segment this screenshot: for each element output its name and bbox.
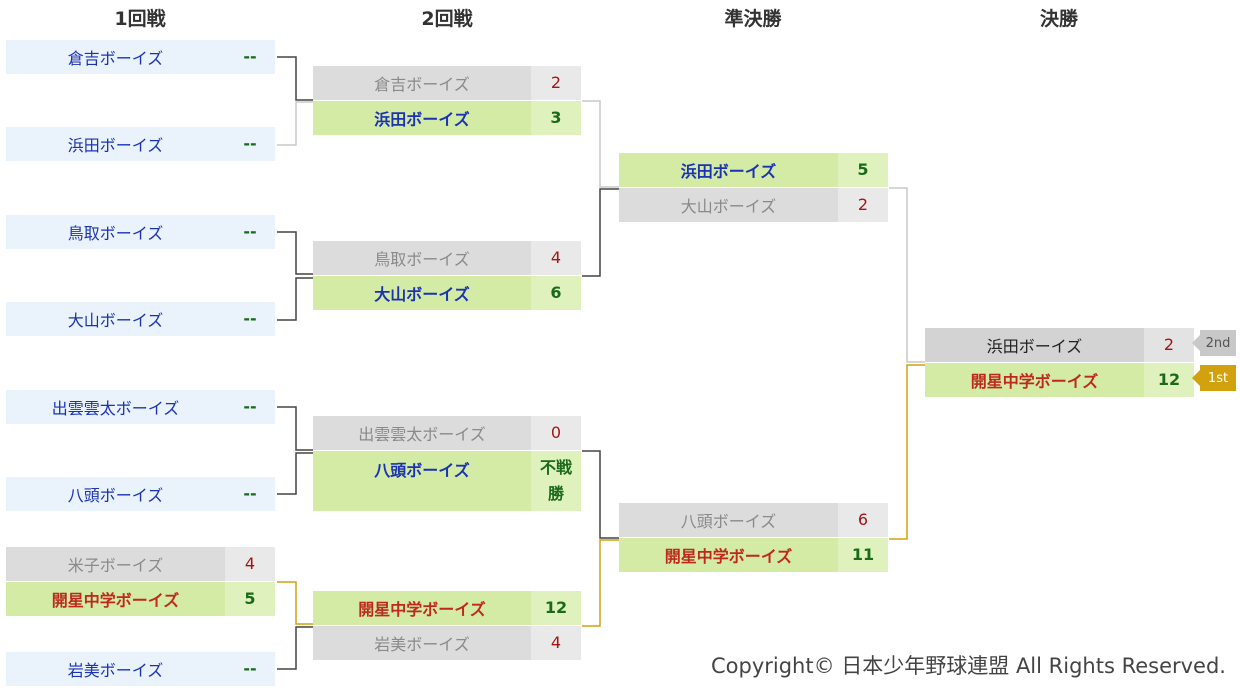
round-header-final: 決勝 <box>1039 8 1078 30</box>
r1-team-8[interactable]: 開星中学ボーイズ 5 <box>6 582 275 616</box>
team-name: 浜田ボーイズ <box>313 101 531 135</box>
team-score: 5 <box>225 582 275 616</box>
r2-team-5[interactable]: 出雲雲太ボーイズ 0 <box>313 416 581 450</box>
team-score: -- <box>225 40 275 74</box>
team-score: -- <box>225 215 275 249</box>
team-score: 2 <box>1144 328 1194 362</box>
team-score-walkover: 不戦 勝 <box>531 451 581 511</box>
team-score: 4 <box>225 547 275 581</box>
team-name: 大山ボーイズ <box>313 276 531 310</box>
r2-team-2[interactable]: 浜田ボーイズ 3 <box>313 101 581 135</box>
team-score: 4 <box>531 241 581 275</box>
team-name: 倉吉ボーイズ <box>313 66 531 100</box>
team-name: 開星中学ボーイズ <box>619 538 838 572</box>
rank-badge-1st: 1st <box>1192 365 1236 391</box>
r1-team-9[interactable]: 岩美ボーイズ -- <box>6 652 275 686</box>
final-team-1[interactable]: 浜田ボーイズ 2 <box>925 328 1194 362</box>
rank-badge-2nd: 2nd <box>1192 330 1236 356</box>
r1-team-4[interactable]: 大山ボーイズ -- <box>6 302 275 336</box>
team-name: 八頭ボーイズ <box>313 451 531 511</box>
team-name: 大山ボーイズ <box>619 188 838 222</box>
team-name: 倉吉ボーイズ <box>6 40 225 74</box>
team-score: 12 <box>531 591 581 625</box>
team-score: 2 <box>838 188 888 222</box>
team-score: -- <box>225 390 275 424</box>
team-name: 浜田ボーイズ <box>619 153 838 187</box>
r2-team-1[interactable]: 倉吉ボーイズ 2 <box>313 66 581 100</box>
team-score: 4 <box>531 626 581 660</box>
team-name: 岩美ボーイズ <box>6 652 225 686</box>
team-name: 浜田ボーイズ <box>6 127 225 161</box>
team-score: 11 <box>838 538 888 572</box>
r2-team-7[interactable]: 開星中学ボーイズ 12 <box>313 591 581 625</box>
round-header-2: 2回戦 <box>421 8 473 30</box>
r2-team-6[interactable]: 八頭ボーイズ 不戦 勝 <box>313 451 581 511</box>
team-score: 3 <box>531 101 581 135</box>
team-name: 開星中学ボーイズ <box>925 363 1144 397</box>
r1-team-1[interactable]: 倉吉ボーイズ -- <box>6 40 275 74</box>
r1-team-3[interactable]: 鳥取ボーイズ -- <box>6 215 275 249</box>
semi-team-2[interactable]: 大山ボーイズ 2 <box>619 188 888 222</box>
semi-team-4[interactable]: 開星中学ボーイズ 11 <box>619 538 888 572</box>
team-name: 開星中学ボーイズ <box>6 582 225 616</box>
copyright-text: Copyright© 日本少年野球連盟 All Rights Reserved. <box>710 654 1226 678</box>
team-name: 岩美ボーイズ <box>313 626 531 660</box>
team-score: -- <box>225 127 275 161</box>
team-score: 5 <box>838 153 888 187</box>
r1-team-6[interactable]: 八頭ボーイズ -- <box>6 477 275 511</box>
team-name: 鳥取ボーイズ <box>6 215 225 249</box>
team-score: -- <box>225 302 275 336</box>
r1-team-7[interactable]: 米子ボーイズ 4 <box>6 547 275 581</box>
r1-team-2[interactable]: 浜田ボーイズ -- <box>6 127 275 161</box>
team-name: 米子ボーイズ <box>6 547 225 581</box>
team-name: 出雲雲太ボーイズ <box>6 390 225 424</box>
team-name: 八頭ボーイズ <box>6 477 225 511</box>
team-name: 出雲雲太ボーイズ <box>313 416 531 450</box>
team-score: 6 <box>838 503 888 537</box>
semi-team-3[interactable]: 八頭ボーイズ 6 <box>619 503 888 537</box>
team-score: 2 <box>531 66 581 100</box>
semi-team-1[interactable]: 浜田ボーイズ 5 <box>619 153 888 187</box>
r2-team-8[interactable]: 岩美ボーイズ 4 <box>313 626 581 660</box>
round-header-semis: 準決勝 <box>724 8 782 30</box>
team-name: 浜田ボーイズ <box>925 328 1144 362</box>
team-name: 八頭ボーイズ <box>619 503 838 537</box>
team-score: 6 <box>531 276 581 310</box>
team-score: 12 <box>1144 363 1194 397</box>
team-name: 大山ボーイズ <box>6 302 225 336</box>
r2-team-3[interactable]: 鳥取ボーイズ 4 <box>313 241 581 275</box>
team-score: 0 <box>531 416 581 450</box>
r2-team-4[interactable]: 大山ボーイズ 6 <box>313 276 581 310</box>
team-score: -- <box>225 652 275 686</box>
team-name: 開星中学ボーイズ <box>313 591 531 625</box>
final-team-2[interactable]: 開星中学ボーイズ 12 <box>925 363 1194 397</box>
team-name: 鳥取ボーイズ <box>313 241 531 275</box>
team-score: -- <box>225 477 275 511</box>
round-header-1: 1回戦 <box>114 8 166 30</box>
r1-team-5[interactable]: 出雲雲太ボーイズ -- <box>6 390 275 424</box>
